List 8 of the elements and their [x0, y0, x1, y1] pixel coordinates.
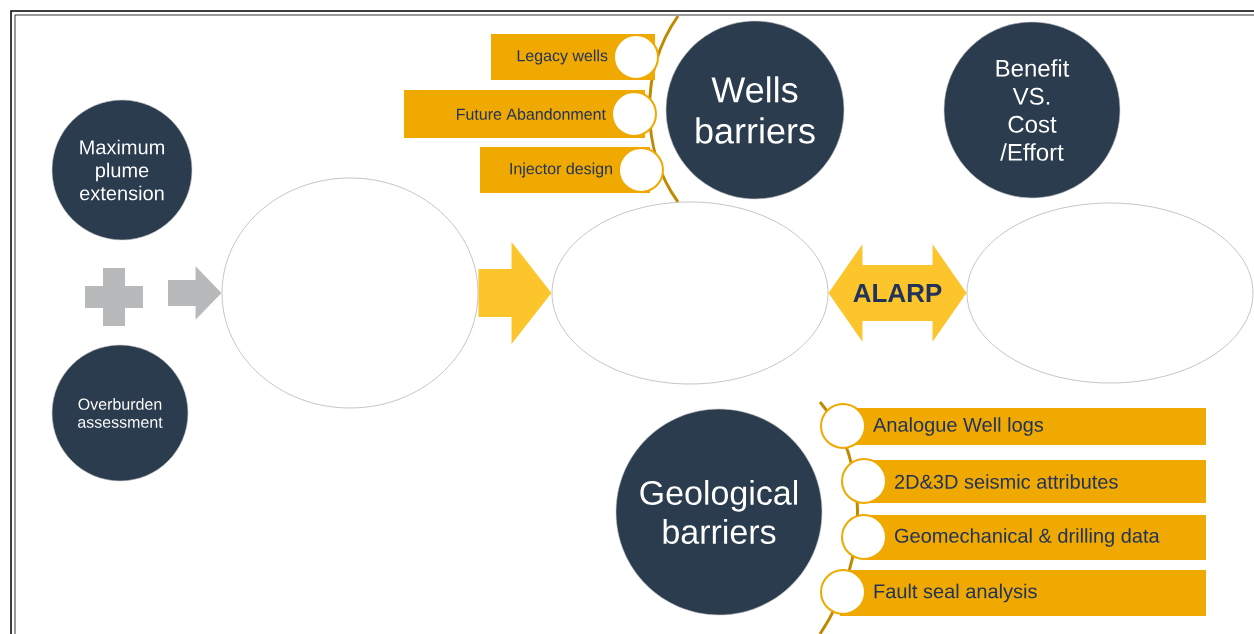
topic-box: Geomechanical & drilling data: [866, 515, 1206, 560]
empty-ellipse: [966, 202, 1254, 384]
empty-ellipse: [551, 201, 829, 385]
topic-box: 2D&3D seismic attributes: [866, 460, 1206, 503]
edge-label: ALARP: [853, 284, 942, 302]
topic-box: Analogue Well logs: [848, 408, 1206, 445]
empty-ellipse: [221, 177, 479, 409]
topic-box: Fault seal analysis: [840, 570, 1206, 616]
